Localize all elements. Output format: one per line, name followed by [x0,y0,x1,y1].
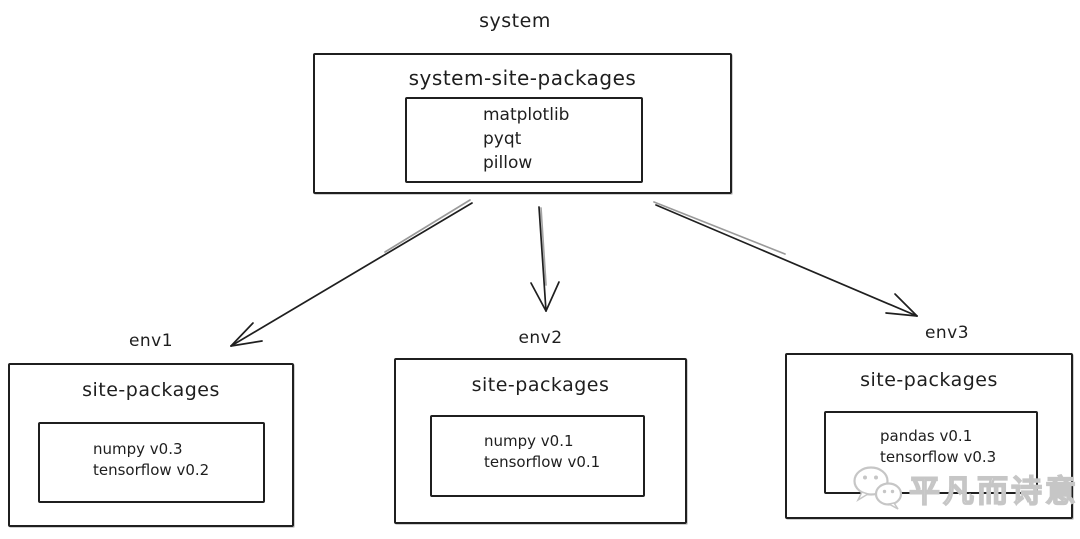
system-box-title: system-site-packages [408,66,637,90]
package-item: tensorflow v0.3 [880,448,997,466]
package-item: tensorflow v0.2 [93,461,210,479]
env2-label: env2 [518,328,563,348]
package-item: tensorflow v0.1 [484,453,601,471]
env3-label: env3 [924,323,970,343]
env1-label: env1 [128,331,174,351]
arrow-system-to-env1 [230,199,473,347]
watermark-text: 平凡而诗意 [908,473,1079,510]
system-label: system [479,10,551,32]
env3-packages-box: pandas v0.1 tensorflow v0.3 [824,411,1038,494]
wechat-icon [850,464,906,512]
env3-box-title: site-packages [860,369,998,391]
env2-box-title: site-packages [471,374,610,396]
package-item: numpy v0.3 [93,440,183,458]
arrow-system-to-env2 [530,206,560,312]
env2-packages-box: numpy v0.1 tensorflow v0.1 [430,415,645,497]
package-item: pandas v0.1 [880,427,973,445]
env3-box: site-packages pandas v0.1 tensorflow v0.… [785,353,1073,519]
system-box: system-site-packages matplotlib pyqt pil… [313,53,732,194]
package-item: pillow [483,153,533,173]
package-item: matplotlib [483,105,570,125]
package-item: numpy v0.1 [484,432,574,450]
env1-box: site-packages numpy v0.3 tensorflow v0.2 [8,363,294,527]
system-packages-box: matplotlib pyqt pillow [405,97,643,183]
env1-box-title: site-packages [82,379,220,401]
env1-packages-box: numpy v0.3 tensorflow v0.2 [38,422,265,503]
env2-box: site-packages numpy v0.1 tensorflow v0.1 [394,358,687,524]
watermark: 平凡而诗意 [850,464,1079,512]
package-item: pyqt [483,129,522,149]
arrow-system-to-env3 [653,201,918,317]
